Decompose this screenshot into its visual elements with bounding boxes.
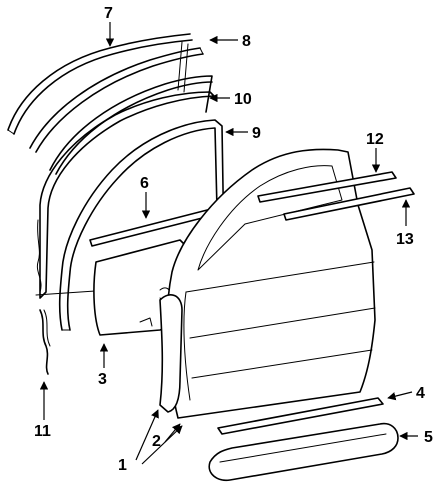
callout-7: 7 [104, 5, 113, 22]
part-10-frame-weatherstrip [49, 75, 213, 175]
part-5-protector-molding [208, 422, 399, 482]
part-9-door-frame-weatherstrip [58, 119, 225, 331]
leader-lines [39, 22, 418, 465]
callout-10: 10 [234, 91, 252, 108]
callout-5: 5 [424, 429, 433, 446]
callout-11: 11 [34, 423, 51, 440]
part-4-side-molding [217, 397, 384, 435]
callout-13: 13 [396, 231, 414, 248]
callout-9: 9 [252, 125, 261, 142]
part-11-lower-seal [39, 309, 51, 375]
callout-2: 2 [152, 433, 161, 450]
part-8-glass-run [29, 41, 204, 153]
callout-4: 4 [416, 385, 425, 402]
callout-3: 3 [98, 371, 107, 388]
part-13-belt-molding [283, 187, 415, 221]
part-12-belt-molding-outer [257, 171, 397, 203]
door-shell [159, 148, 376, 419]
callout-6: 6 [140, 175, 149, 192]
callout-1: 1 [118, 457, 127, 474]
part-7-roof-weatherstrip [7, 33, 193, 135]
callout-12: 12 [366, 131, 384, 148]
callout-8: 8 [242, 33, 251, 50]
